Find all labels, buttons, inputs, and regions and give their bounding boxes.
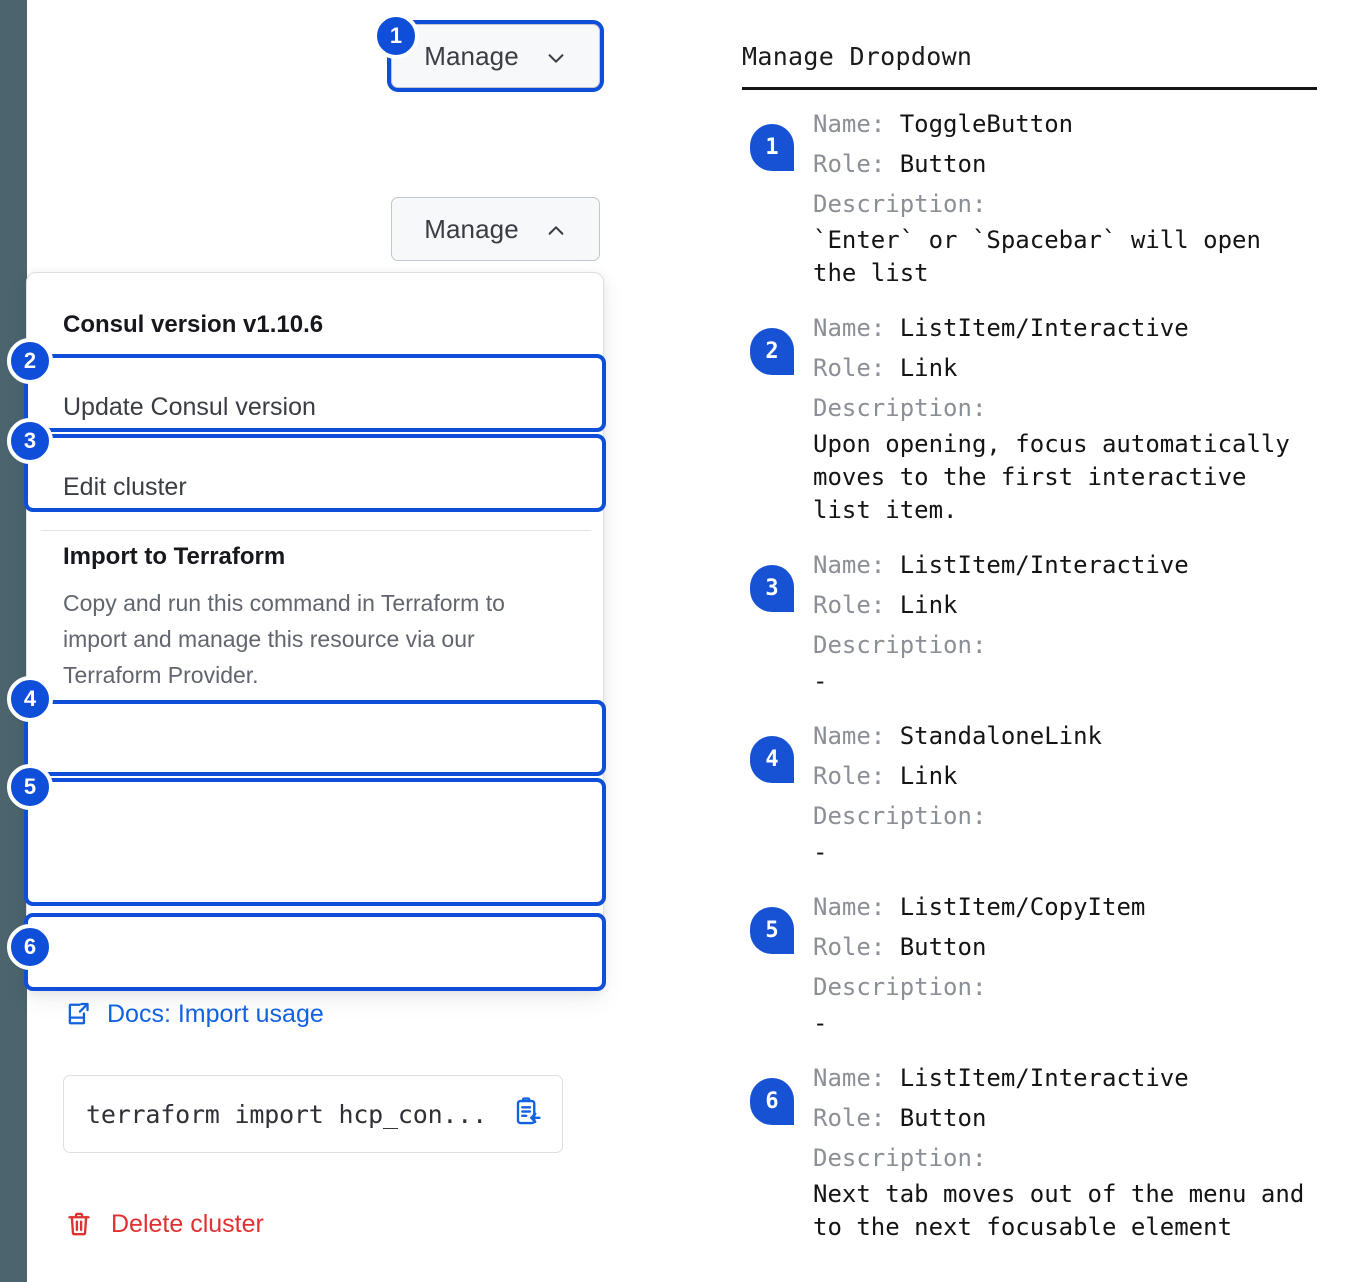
callout-badge-5: 5 — [7, 764, 53, 810]
annotation-badge-4: 4 — [750, 736, 794, 783]
annotation-name: Name: ToggleButton — [813, 104, 1340, 144]
manage-toggle-label: Manage — [424, 40, 519, 71]
annotation-role-value: Link — [899, 762, 958, 790]
chevron-down-icon — [545, 45, 567, 67]
annotation-description-label: Description: — [813, 394, 987, 422]
annotation-badge-1: 1 — [750, 124, 794, 171]
manage-toggle-button-collapsed[interactable]: Manage — [391, 24, 600, 88]
terraform-copy-field[interactable]: terraform import hcp_con... — [63, 1075, 563, 1153]
annotation-description-label: Description: — [813, 802, 987, 830]
callout-badge-2: 2 — [7, 338, 53, 384]
annotation-description-label: Description: — [813, 973, 987, 1001]
annotation-name-label: Name: — [813, 110, 900, 138]
annotation-role-value: Button — [899, 933, 987, 961]
annotation-name-label: Name: — [813, 551, 900, 579]
annotation-name: Name: ListItem/CopyItem — [813, 887, 1340, 927]
menu-item-docs-import-usage[interactable]: Docs: Import usage — [27, 978, 605, 1050]
annotation-name-value: ToggleButton — [899, 110, 1074, 138]
consul-version-heading: Consul version v1.10.6 — [63, 311, 324, 338]
import-to-terraform-heading: Import to Terraform — [63, 543, 286, 570]
annotation-role: Role: Link — [813, 585, 1340, 625]
annotation-badge-6: 6 — [750, 1078, 794, 1125]
docs-link-label: Docs: Import usage — [107, 999, 324, 1028]
annotation-description-value: Next tab moves out of the menu and to th… — [813, 1180, 1305, 1241]
annotation-role: Role: Button — [813, 1098, 1340, 1138]
annotation-description-label: Description: — [813, 1144, 987, 1172]
manage-dropdown-menu: Consul version v1.10.6 Update Consul ver… — [26, 272, 604, 1238]
annotation-name-value: ListItem/Interactive — [899, 1064, 1189, 1092]
trash-icon — [65, 1210, 93, 1238]
annotation-role: Role: Button — [813, 927, 1340, 967]
annotation-name-value: ListItem/Interactive — [899, 314, 1189, 342]
callout-badge-1: 1 — [373, 13, 419, 59]
annotation-name-label: Name: — [813, 314, 900, 342]
annotation-role: Role: Link — [813, 348, 1340, 388]
annotations-divider — [742, 87, 1317, 90]
annotation-name: Name: ListItem/Interactive — [813, 545, 1340, 585]
menu-item-delete-cluster[interactable]: Delete cluster — [27, 1186, 605, 1262]
annotation-badge-3: 3 — [750, 565, 794, 612]
chevron-up-icon — [545, 218, 567, 240]
menu-item-update-consul-version[interactable]: Update Consul version — [63, 392, 316, 421]
annotation-name-label: Name: — [813, 722, 900, 750]
annotation-role-label: Role: — [813, 591, 900, 619]
annotation-badge-2: 2 — [750, 328, 794, 375]
annotation-badge-5: 5 — [750, 907, 794, 954]
annotation-role-value: Link — [899, 354, 958, 382]
annotation-role-value: Button — [899, 1104, 987, 1132]
docs-external-link-icon — [65, 1001, 91, 1027]
annotation-role-label: Role: — [813, 354, 900, 382]
annotation-role-value: Button — [899, 150, 987, 178]
annotation-name: Name: ListItem/Interactive — [813, 1058, 1340, 1098]
callout-badge-6: 6 — [7, 924, 53, 970]
manage-toggle-button-expanded[interactable]: Manage — [391, 197, 600, 261]
annotation-name: Name: ListItem/Interactive — [813, 308, 1340, 348]
annotation-role: Role: Link — [813, 756, 1340, 796]
annotation-description-value: - — [813, 667, 828, 695]
copy-to-clipboard-icon[interactable] — [512, 1096, 542, 1132]
annotation-description-value: `Enter` or `Spacebar` will open the list — [813, 226, 1261, 287]
annotation-description-label: Description: — [813, 631, 987, 659]
annotation-description-value: - — [813, 838, 828, 866]
annotation-name-label: Name: — [813, 893, 900, 921]
annotation-role-label: Role: — [813, 762, 900, 790]
annotation-role-label: Role: — [813, 1104, 900, 1132]
annotation-role-label: Role: — [813, 150, 900, 178]
annotation-name-label: Name: — [813, 1064, 900, 1092]
annotation-role-label: Role: — [813, 933, 900, 961]
annotation-name-value: ListItem/Interactive — [899, 551, 1189, 579]
left-edge-stripe — [0, 0, 27, 1282]
terraform-command-text: terraform import hcp_con... — [86, 1099, 487, 1129]
annotation-role: Role: Button — [813, 144, 1340, 184]
component-preview-pane: Manage 1 Manage Consul version v1.10.6 U… — [7, 13, 606, 1238]
manage-toggle-label-expanded: Manage — [424, 213, 519, 244]
delete-cluster-label: Delete cluster — [111, 1209, 264, 1238]
annotations-title: Manage Dropdown — [742, 42, 973, 71]
annotation-name: Name: StandaloneLink — [813, 716, 1340, 756]
menu-divider — [41, 530, 591, 531]
annotation-description-value: Upon opening, focus automatically moves … — [813, 430, 1290, 524]
callout-badge-3: 3 — [7, 418, 53, 464]
annotation-name-value: StandaloneLink — [899, 722, 1102, 750]
annotation-name-value: ListItem/CopyItem — [899, 893, 1146, 921]
callout-badge-4: 4 — [7, 676, 53, 722]
import-description: Copy and run this command in Terraform t… — [63, 590, 505, 688]
annotation-description-value: - — [813, 1009, 828, 1037]
annotation-role-value: Link — [899, 591, 958, 619]
annotation-description-label: Description: — [813, 190, 987, 218]
menu-item-edit-cluster[interactable]: Edit cluster — [63, 472, 187, 501]
